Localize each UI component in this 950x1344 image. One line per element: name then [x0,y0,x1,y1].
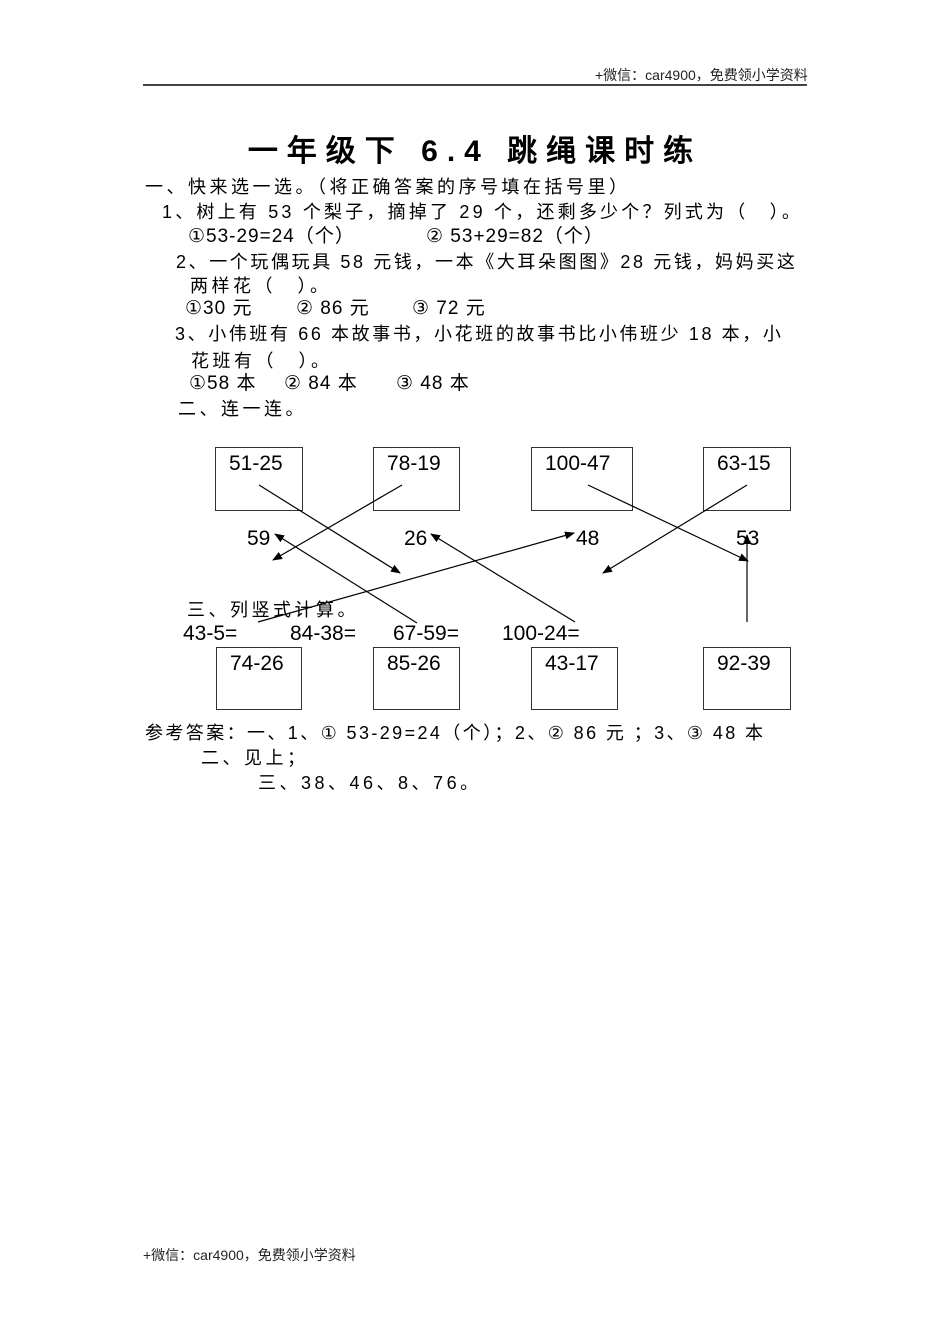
q2-text-line2: 两样花（ ）。 [190,276,332,296]
expression-3: 67-59= [393,622,459,645]
arrow-43-17 [430,533,576,623]
bottom-box-1: 74-26 [216,647,302,710]
q3-text-line2: 花班有（ ）。 [191,351,333,371]
page-title: 一年级下 6.4 跳绳课时练 [247,135,703,168]
top-box-1-label: 51-25 [229,452,283,475]
expression-4: 100-24= [502,622,580,645]
q3-option-1: ①58 本 [189,373,257,394]
q3-text-line1: 3、小伟班有 66 本故事书，小花班的故事书比小伟班少 18 本，小 [175,324,784,344]
top-box-2-label: 78-19 [387,452,441,475]
footer-watermark: +微信：car4900，免费领小学资料 [143,1247,356,1263]
q1-text: 1、树上有 53 个梨子，摘掉了 29 个，还剩多少个？列式为（ ）。 [162,202,804,222]
number-53: 53 [736,527,760,550]
q2-option-3: ③ 72 元 [412,298,486,319]
bottom-box-2-label: 85-26 [387,652,441,675]
bottom-box-2: 85-26 [373,647,460,710]
number-26: 26 [404,527,428,550]
section1-heading: 一、快来选一选。（将正确答案的序号填在括号里） [145,177,631,197]
number-59: 59 [247,527,271,550]
number-48: 48 [576,527,600,550]
q1-option-1: ①53-29=24（个） [188,226,355,247]
expression-1: 43-5= [183,622,238,645]
section2-heading: 二、连一连。 [178,399,307,419]
expression-2: 84-38= [290,622,356,645]
top-box-4-label: 63-15 [717,452,771,475]
q1-option-2: ② 53+29=82（个） [426,226,604,247]
q2-option-1: ①30 元 [185,298,253,319]
header-rule [143,84,807,86]
section3-heading: 三、列竖式计算。 [187,600,359,620]
answer-line-3: 三、38、46、8、76。 [258,773,482,793]
top-box-3: 100-47 [531,447,633,511]
bottom-box-1-label: 74-26 [230,652,284,675]
top-box-1: 51-25 [215,447,303,511]
header-watermark: +微信：car4900，免费领小学资料 [595,67,808,83]
bottom-box-3-label: 43-17 [545,652,599,675]
bottom-box-4: 92-39 [703,647,791,710]
q2-option-2: ② 86 元 [296,298,370,319]
bottom-box-3: 43-17 [531,647,618,710]
q3-option-3: ③ 48 本 [396,373,470,394]
q2-text-line1: 2、一个玩偶玩具 58 元钱，一本《大耳朵图图》28 元钱，妈妈买这 [176,252,798,272]
top-box-4: 63-15 [703,447,791,511]
q3-option-2: ② 84 本 [284,373,358,394]
bottom-box-4-label: 92-39 [717,652,771,675]
answer-line-1: 参考答案：一、1、① 53-29=24（个）；2、② 86 元 ；3、③ 48 … [145,723,766,743]
top-box-2: 78-19 [373,447,460,511]
top-box-3-label: 100-47 [545,452,611,475]
answer-line-2: 二、见上； [201,748,309,768]
